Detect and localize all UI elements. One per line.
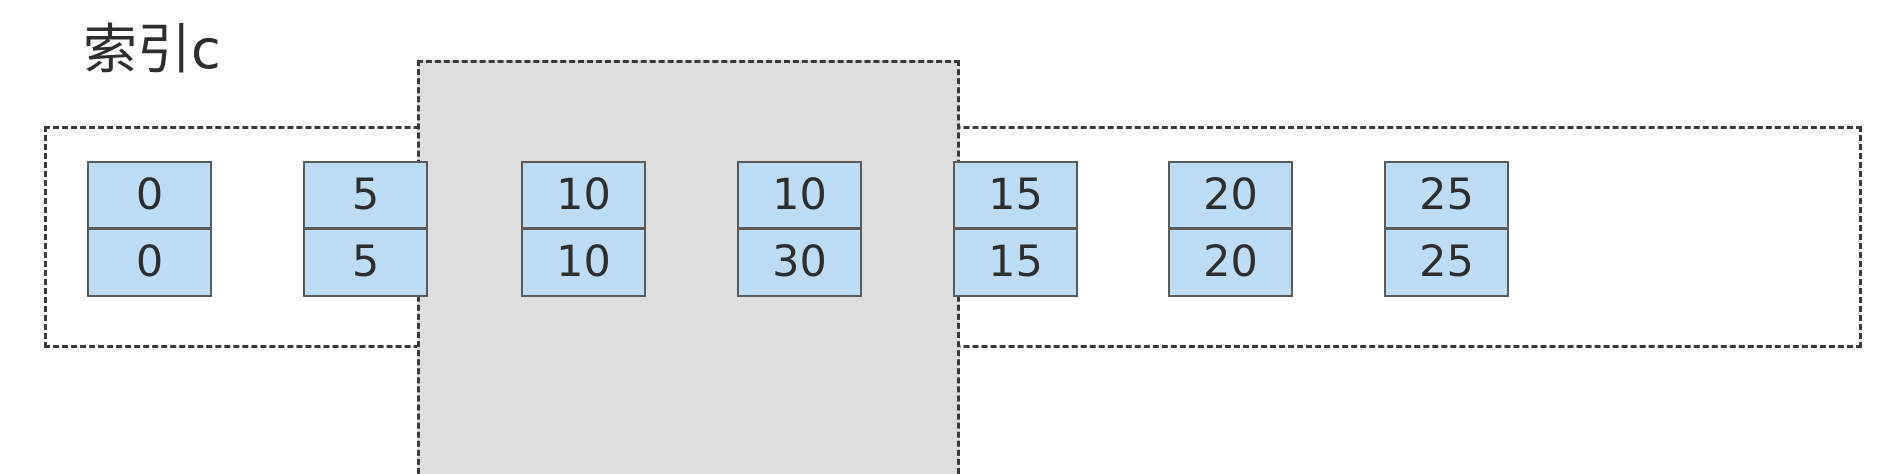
index-cell-key: 15 (953, 161, 1078, 229)
index-cell-value: 25 (1384, 229, 1509, 297)
selection-highlight-region (417, 60, 960, 474)
index-cell-value: 0 (87, 229, 212, 297)
index-cell-key: 5 (303, 161, 428, 229)
index-cell-key: 20 (1168, 161, 1293, 229)
index-cell-value: 15 (953, 229, 1078, 297)
index-label: 索引c (83, 18, 221, 81)
index-cell-key: 10 (521, 161, 646, 229)
index-cell-key: 25 (1384, 161, 1509, 229)
index-cell-value: 30 (737, 229, 862, 297)
index-cell-value: 20 (1168, 229, 1293, 297)
index-cell-key: 0 (87, 161, 212, 229)
index-cell-key: 10 (737, 161, 862, 229)
vertical-scrollbar-track[interactable] (1896, 0, 1904, 474)
index-cell-value: 10 (521, 229, 646, 297)
index-cell-value: 5 (303, 229, 428, 297)
